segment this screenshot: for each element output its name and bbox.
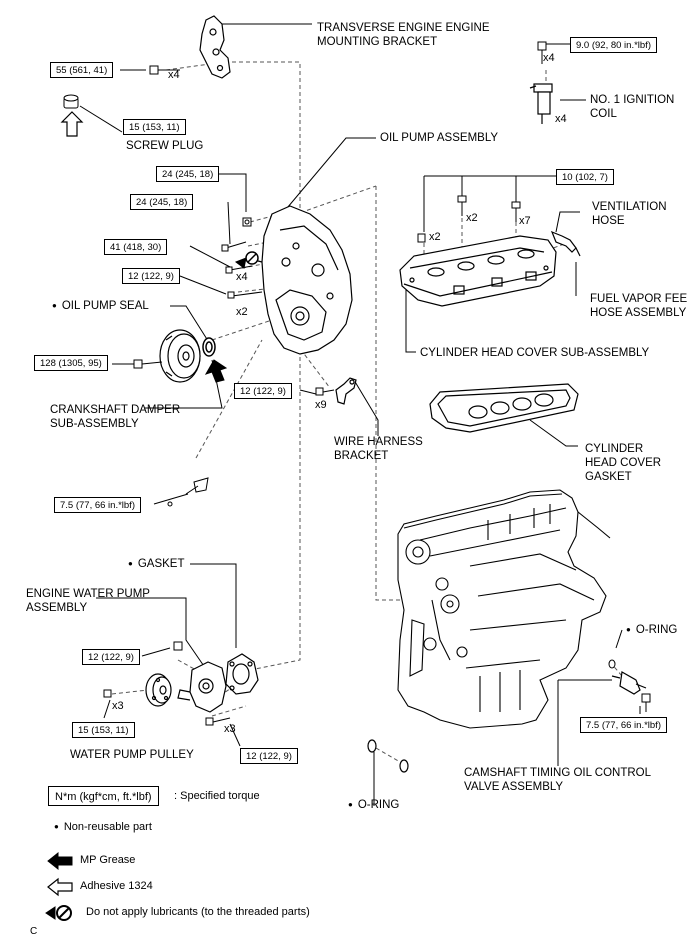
torque-box-cover-bolt-12: 12 (122, 9) [122,268,180,284]
label-screw-plug: SCREW PLUG [126,140,204,152]
torque-box-wire-harness: 12 (122, 9) [234,383,292,399]
label-head-cover-gasket: CYLINDER HEAD COVER GASKET [585,443,662,483]
torque-box-cover-bolt-41: 41 (418, 30) [104,239,168,255]
water-pump-gasket [225,653,259,695]
label-water-pump-pulley: WATER PUMP PULLEY [70,749,194,761]
o-ring-right-part [608,659,616,669]
torque-box-cover-bolt-a: 24 (245, 18) [156,166,220,182]
torque-box-pulley: 15 (153, 11) [72,722,135,738]
oil-pump-assembly [249,205,353,355]
qty-12-bolts: x2 [236,306,248,318]
qty-wire-bolts: x9 [315,399,327,411]
water-pump-bolts [103,641,231,726]
damper-bolt [133,359,163,369]
label-mounting-bracket: TRANSVERSE ENGINE ENGINE MOUNTING BRACKE… [317,22,490,48]
cylinder-head-cover [399,235,557,307]
torque-box-screw-plug: 15 (153, 11) [123,119,186,135]
label-cylinder-head-cover: CYLINDER HEAD COVER SUB-ASSEMBLY [420,347,650,359]
oil-pump-bolts [221,217,263,299]
legend-adhesive: Adhesive 1324 [80,880,153,892]
torque-box-water-pump-bottom: 12 (122, 9) [240,748,298,764]
label-water-pump: ENGINE WATER PUMP ASSEMBLY [26,588,150,614]
wire-harness-bracket-part [335,377,357,405]
legend-non-reusable: Non-reusable part [54,821,152,833]
torque-box-ocv-bolt: 7.5 (77, 66 in.*lbf) [580,717,667,733]
bracket-bolt [149,65,180,75]
crankshaft-damper [159,329,201,383]
label-oil-pump-seal: OIL PUMP SEAL [52,299,149,313]
screw-plug [63,94,79,109]
engine-mounting-bracket [199,15,231,79]
legend-adhesive-icon [47,877,73,897]
torque-box-water-pump-top: 12 (122, 9) [82,649,140,665]
torque-box-mounting-bolt: 55 (561, 41) [50,62,114,78]
legend-torque-box: N*m (kgf*cm, ft.*lbf) [48,786,159,806]
label-o-ring-bottom: O-RING [348,798,400,812]
label-ventilation-hose: VENTILATION HOSE [592,201,667,227]
oil-pump-stud-bolt [167,477,209,507]
torque-box-stud-bolt: 7.5 (77, 66 in.*lbf) [54,497,141,513]
legend-torque-text: : Specified torque [174,790,260,802]
ocv-bolt [641,693,651,712]
qty-cover-bolts-c: x2 [429,231,441,243]
wire-harness-bolt [315,387,335,396]
label-crankshaft-damper: CRANKSHAFT DAMPER SUB-ASSEMBLY [50,404,181,430]
qty-ignition-coils: x4 [555,113,567,125]
adhesive-arrow-plug [60,111,84,137]
qty-cover-bolts-a: x2 [466,212,478,224]
qty-pulley-bolts: x3 [112,700,124,712]
label-oil-pump-assembly: OIL PUMP ASSEMBLY [380,132,499,144]
label-fuel-vapor-hose: FUEL VAPOR FEED HOSE ASSEMBLY [590,293,688,319]
torque-box-cover-bolt-b: 24 (245, 18) [130,194,194,210]
no-lubricant-symbol-cover [234,251,259,269]
qty-bracket-bolts: x4 [168,69,180,81]
cylinder-head-cover-bolts [417,195,521,243]
qty-pump-bolts: x3 [224,723,236,735]
torque-box-head-cover: 10 (102, 7) [556,169,614,185]
ventilation-hose-part [550,230,581,257]
oil-pump-seal [202,337,216,357]
legend-mp-grease-icon [47,851,73,871]
label-o-ring-right: O-RING [626,623,678,637]
label-camshaft-valve: CAMSHAFT TIMING OIL CONTROL VALVE ASSEMB… [464,767,651,793]
mp-grease-arrow-seal [204,359,228,383]
camshaft-oil-control-valve [611,671,647,695]
label-ignition-coil: NO. 1 IGNITION COIL [590,94,675,120]
leader-lines [79,23,641,806]
label-gasket: GASKET [128,557,185,571]
engine-block [397,489,611,729]
legend-no-lubricant-icon [45,905,72,921]
torque-box-damper: 128 (1305, 95) [34,355,108,371]
head-cover-gasket [429,383,579,433]
ignition-coil-bolt [537,41,547,64]
ignition-coil [529,83,553,124]
legend-no-lubricant: Do not apply lubricants (to the threaded… [86,906,310,918]
water-pump-body [177,661,227,713]
qty-cover-bolts-b: x7 [519,215,531,227]
legend-mp-grease: MP Grease [80,854,136,866]
qty-ignition-bolts: x4 [543,52,555,64]
qty-41-bolts: x4 [236,271,248,283]
corner-mark: C [30,926,38,937]
torque-box-ignition-bolt: 9.0 (92, 80 in.*lbf) [570,37,657,53]
o-ring-bottom-part [367,739,409,773]
label-wire-harness-bracket: WIRE HARNESS BRACKET [334,436,423,462]
water-pump-pulley-part [145,673,172,707]
